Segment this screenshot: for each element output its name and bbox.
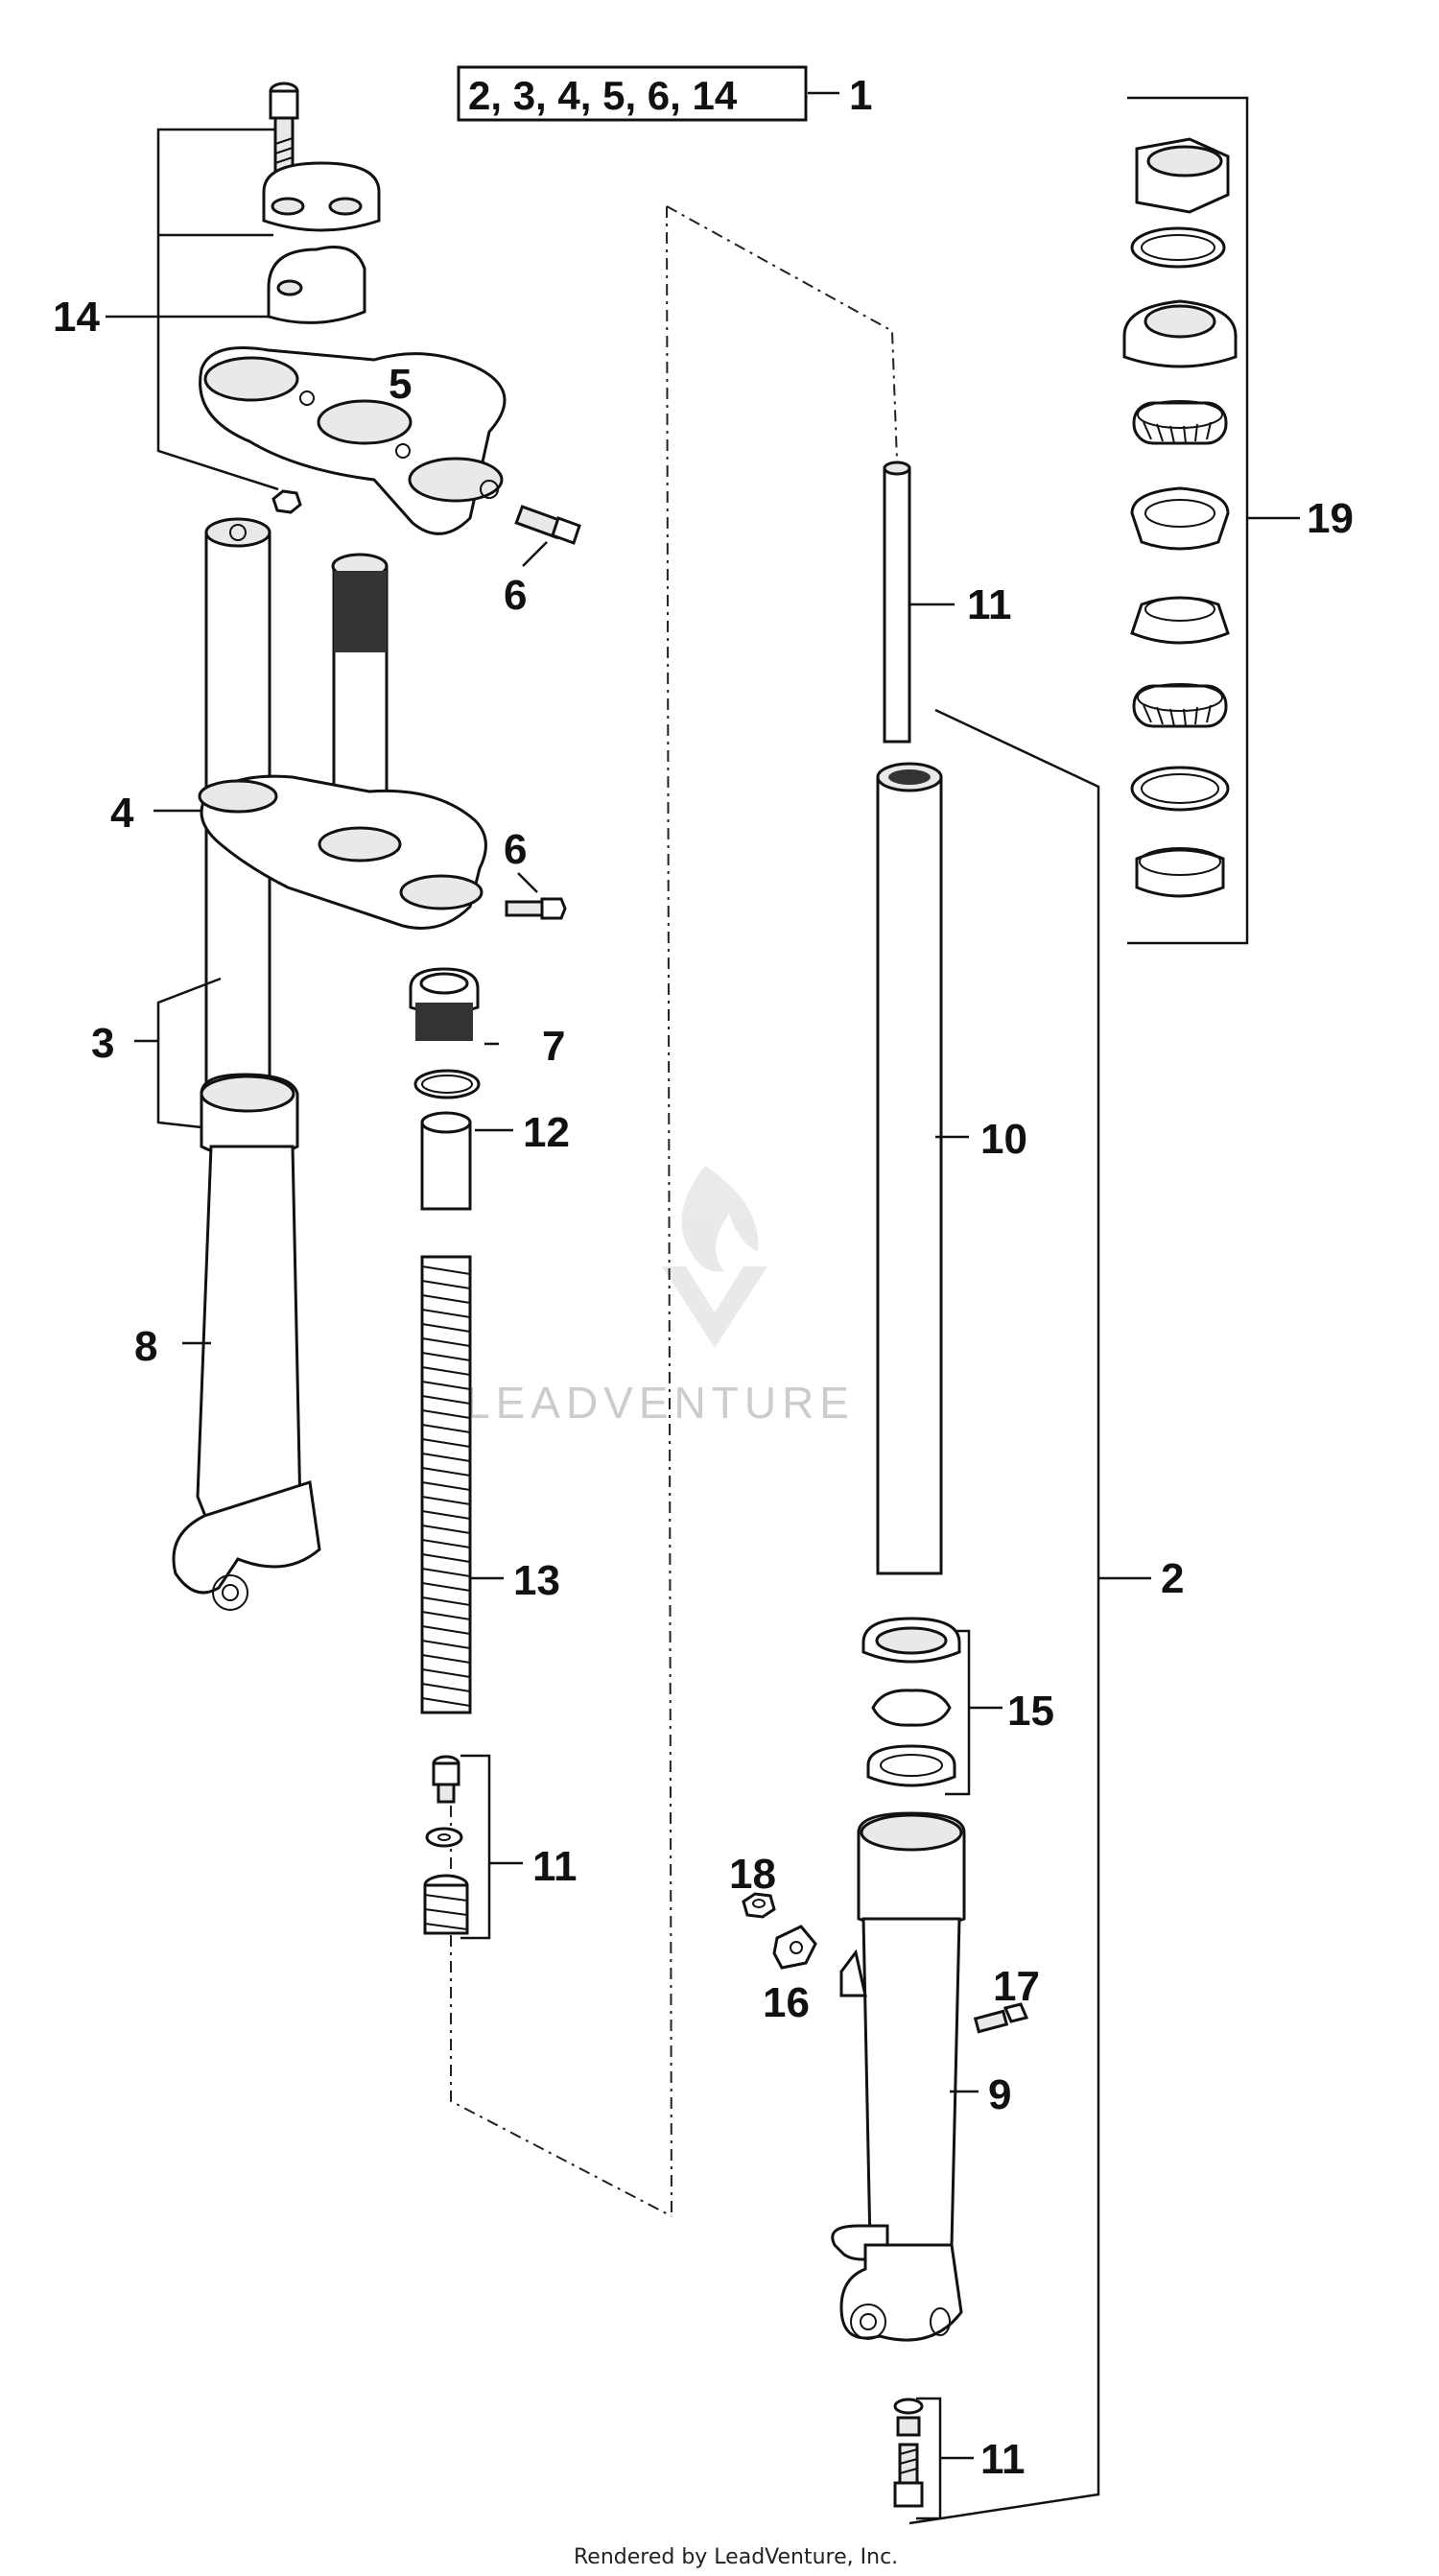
o-ring (413, 1069, 481, 1099)
dust-seal (1130, 766, 1230, 812)
callout-18: 18 (729, 1851, 776, 1898)
fork-slider-right (831, 1811, 966, 2342)
callout-9: 9 (988, 2071, 1011, 2118)
callout-6-upper: 6 (504, 572, 527, 619)
callout-10: 10 (980, 1116, 1027, 1163)
bracket-3 (156, 977, 222, 1129)
bracket-2 (908, 708, 1100, 2525)
callout-6-lower: 6 (504, 826, 527, 873)
watermark-logo (662, 1166, 767, 1348)
callout-16: 16 (763, 1979, 810, 2026)
axle-nut (742, 1892, 776, 1919)
kit-number: 1 (849, 72, 872, 119)
callout-11-bottom: 11 (980, 2436, 1026, 2483)
kit-box-text: 2, 3, 4, 5, 6, 14 (468, 73, 738, 118)
circlip (871, 1689, 952, 1727)
nut-small (271, 489, 302, 514)
lower-triple-clamp (198, 774, 487, 930)
callout-11-center: 11 (532, 1843, 578, 1890)
upper-race (1130, 486, 1230, 551)
axle-bolt (973, 2002, 1029, 2034)
upper-roller-bearing (1132, 400, 1228, 445)
handlebar-clamp-upper (262, 161, 381, 232)
drain-washer (893, 2398, 924, 2415)
fork-slider-left (172, 1073, 321, 1611)
oil-seal (866, 1744, 956, 1787)
callout-17: 17 (993, 1963, 1040, 2010)
spacer-tube (420, 1111, 472, 1211)
fork-spring (420, 1255, 472, 1714)
bracket-19 (1127, 96, 1249, 945)
lower-bearing-cup (1135, 847, 1225, 898)
callout-5: 5 (389, 361, 412, 408)
callout-8: 8 (134, 1323, 157, 1370)
damper-rod (883, 461, 911, 744)
callout-13: 13 (513, 1557, 560, 1604)
lower-roller-bearing (1132, 683, 1228, 728)
dust-wiper (861, 1617, 961, 1664)
callout-7: 7 (542, 1023, 565, 1070)
damper-spring-small (423, 1874, 469, 1935)
pinch-bolt-upper (514, 505, 581, 545)
drain-bolt (893, 2443, 924, 2508)
axle-clamp (772, 1925, 817, 1970)
bracket-11-center (460, 1754, 491, 1940)
fork-tube-right (876, 762, 943, 1575)
handlebar-clamp-lower (267, 246, 366, 324)
callout-19: 19 (1307, 495, 1354, 542)
upper-bearing-cup (1122, 299, 1238, 368)
assembly-path (666, 205, 898, 461)
steering-nut (1135, 137, 1230, 214)
clamp-bolt (269, 82, 299, 173)
callout-15: 15 (1007, 1688, 1054, 1735)
callout-3: 3 (91, 1020, 114, 1067)
pinch-bolt-lower (505, 897, 567, 920)
fork-cap (409, 967, 480, 1041)
callout-2: 2 (1161, 1555, 1184, 1602)
footer-credit: Rendered by LeadVenture, Inc. (574, 2545, 898, 2569)
drain-spring (896, 2416, 921, 2437)
callout-4: 4 (110, 790, 134, 837)
callout-14: 14 (53, 294, 100, 341)
steering-washer (1130, 226, 1226, 269)
watermark-text: LEADVENTURE (465, 1378, 855, 1428)
damper-bolt (432, 1755, 460, 1804)
bracket-14-group (156, 128, 279, 491)
lower-race (1130, 596, 1230, 645)
callout-11-top: 11 (967, 581, 1012, 628)
damper-washer (425, 1827, 463, 1848)
upper-triple-clamp (199, 346, 507, 535)
kit-box (457, 65, 808, 122)
callout-12: 12 (523, 1109, 570, 1156)
